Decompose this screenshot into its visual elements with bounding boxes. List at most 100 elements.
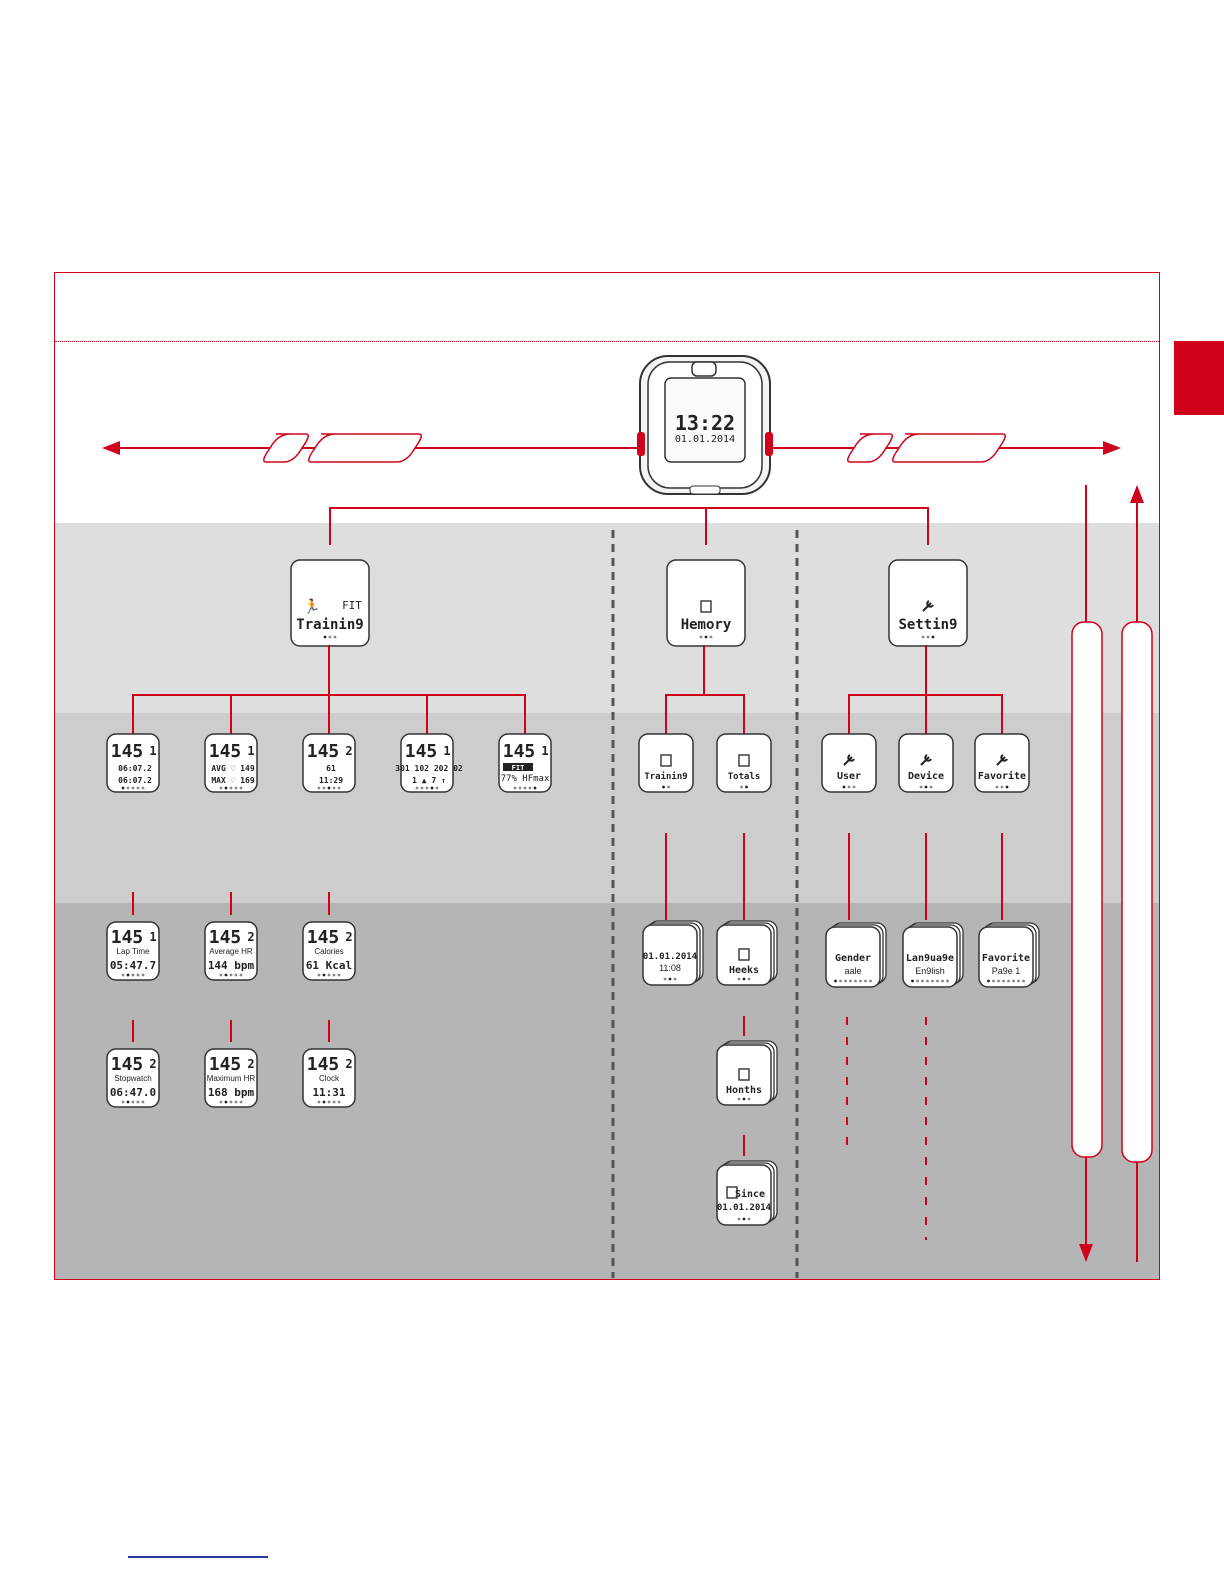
page-dot [127,787,130,790]
page-dot [854,980,857,983]
settings-detail-value: En9lish [915,966,945,976]
page-dot [869,980,872,983]
lap-number: 2 [247,1057,254,1071]
page-dot [318,974,321,977]
page-dot [334,636,337,639]
line-1: 61 [326,764,336,773]
heart-rate-value: 145 [307,1054,340,1075]
lap-number: 1 [149,930,156,944]
top-button[interactable] [692,362,716,376]
watch-time: 13:22 [675,411,735,435]
settings-sub-screen[interactable]: Device [899,734,953,792]
bottom-button[interactable] [690,486,720,494]
heart-rate-value: 145 [209,741,242,762]
settings-sub-screen[interactable]: User [822,734,876,792]
lap-number: 2 [247,930,254,944]
page-dot [926,980,929,983]
scroll-up-head [1130,485,1144,503]
page-dot [220,787,223,790]
page-dot [931,980,934,983]
lap-number: 2 [345,1057,352,1071]
page-dot [328,974,331,977]
page-dot [421,787,424,790]
settings-sub-screen[interactable]: Favorite [975,734,1029,792]
watch-date: 01.01.2014 [675,434,735,445]
left-button[interactable] [637,432,645,456]
heart-rate-value: 145 [111,927,144,948]
heart-rate-value: 145 [307,741,340,762]
page-dot [930,786,933,789]
heart-rate-value: 145 [111,1054,144,1075]
line-2: 1 ▲ 7 ↑ [412,776,446,785]
page-dot [529,787,532,790]
page-dot [318,1101,321,1104]
line-2: MAX ♡ 169 [211,776,255,785]
page-dot [927,636,930,639]
page-dot [137,787,140,790]
page-dot [844,980,847,983]
line-1: AVG ♡ 149 [211,764,255,773]
page-dot [142,974,145,977]
heart-rate-value: 145 [209,927,242,948]
memory-detail-screen[interactable]: Heeks [717,921,777,985]
right-button[interactable] [765,432,773,456]
memory-sub-screen[interactable]: Trainin9 [639,734,693,792]
left-pill-large[interactable] [309,434,422,462]
scroll-down-bar[interactable] [1072,622,1102,1157]
page-dot [230,974,233,977]
page-dot [1017,980,1020,983]
page-dot [740,786,743,789]
screen-frame [667,560,745,646]
lap-number: 1 [443,744,450,758]
page-dot [920,786,923,789]
fit-label: FIT [512,764,525,772]
page-dot [122,787,125,790]
memory-since: Since [735,1188,765,1200]
detail-label: Calories [314,947,343,956]
page-dot [1006,786,1009,789]
scroll-down-head [1079,1244,1093,1262]
menu-memory[interactable]: Hemory [667,560,745,646]
settings-sub-label: User [837,771,861,782]
detail-label: Stopwatch [114,1074,151,1083]
memory-period: Heeks [729,965,759,976]
scroll-up-bar[interactable] [1122,622,1152,1162]
page-dot [700,636,703,639]
left-pill-small[interactable] [264,434,309,462]
menu-settings[interactable]: Settin9 [889,560,967,646]
page-dot [323,787,326,790]
page-dot [748,978,751,981]
memory-sub-screen[interactable]: Totals [717,734,771,792]
page-dot [132,974,135,977]
right-pill-large[interactable] [893,434,1006,462]
page-dot [338,1101,341,1104]
detail-value: 61 Kcal [306,959,352,972]
page-dot [220,1101,223,1104]
page-dot [220,974,223,977]
memory-detail-screen[interactable]: Honths [717,1041,777,1105]
memory-sub-label: Totals [728,772,761,782]
page-dot [127,974,130,977]
page-dot [323,1101,326,1104]
page-dot [743,1218,746,1221]
main-watch: 13:2201.01.2014 [637,356,773,494]
page-dot [1002,980,1005,983]
right-pill-small[interactable] [848,434,893,462]
